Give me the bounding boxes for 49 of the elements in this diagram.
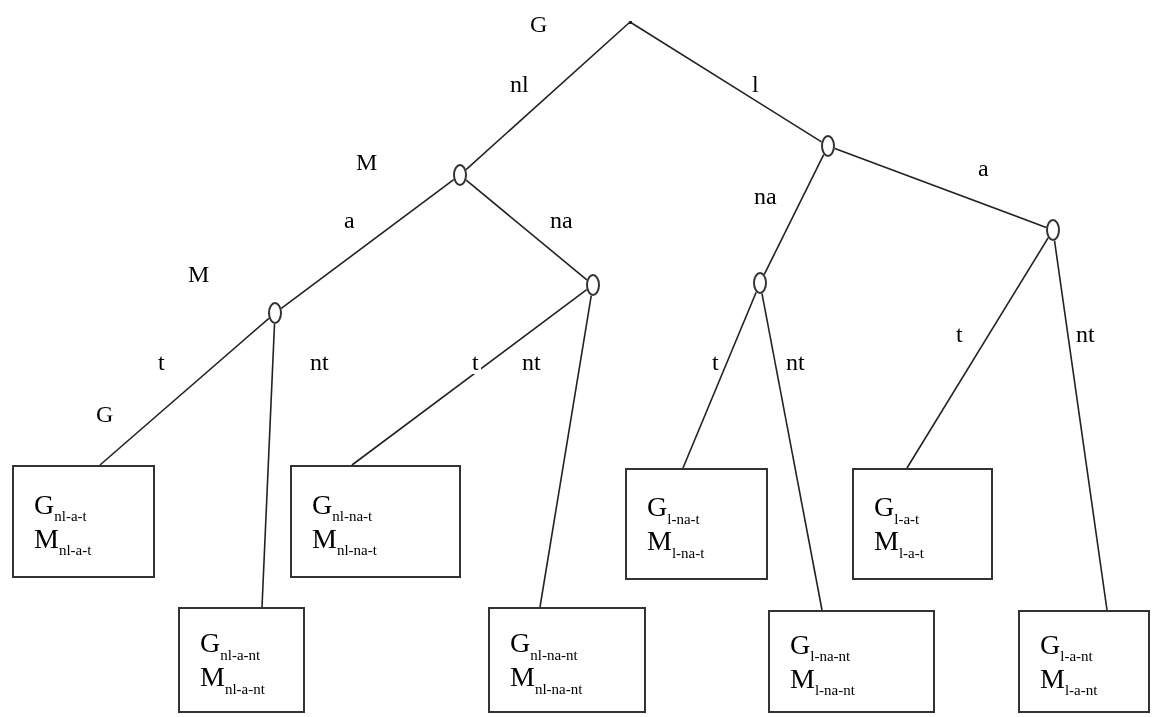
root-vertex: [628, 20, 632, 24]
payoff-text: M$_{l-a-nt}$: [1040, 662, 1099, 695]
payoff-text: M$_{l-a-t}$: [874, 525, 925, 557]
tree-branch: [682, 291, 757, 469]
decision-node: [1046, 219, 1060, 241]
payoff-box: [852, 468, 993, 580]
tree-branch: [99, 317, 270, 466]
tree-branch: [351, 288, 588, 466]
player-label: G: [530, 12, 548, 36]
decision-node: [821, 135, 835, 157]
decision-node: [753, 272, 767, 294]
payoff-text: G$_{nl-a-t}$: [34, 488, 88, 521]
payoff-text: G$_{l-a-t}$: [874, 491, 921, 523]
tree-branch: [834, 147, 1047, 229]
payoff-box: [625, 468, 768, 580]
payoff-box: [12, 465, 155, 578]
tree-branch: [465, 21, 631, 171]
tree-branch: [763, 153, 825, 276]
payoff-box: [488, 607, 646, 713]
payoff-text: M$_{nl-na-t}$: [312, 522, 378, 555]
payoff-text: G$_{nl-na-nt}$: [510, 627, 579, 659]
decision-node: [453, 164, 467, 186]
payoff-box: [290, 465, 461, 578]
payoff-text: G$_{l-na-t}$: [647, 491, 701, 523]
player-label: G: [96, 402, 114, 426]
tree-branch: [906, 237, 1049, 469]
payoff-box: [1018, 610, 1150, 713]
payoff-box: [178, 607, 305, 713]
decision-node: [586, 274, 600, 296]
payoff-text: G$_{nl-na-t}$: [312, 488, 374, 521]
player-label: M: [188, 262, 210, 286]
payoff-text: M$_{nl-a-t}$: [34, 522, 93, 555]
payoff-text: G$_{l-a-nt}$: [1040, 628, 1094, 661]
player-label: M: [356, 150, 378, 174]
payoff-box: [768, 610, 935, 713]
payoff-text: G$_{nl-a-nt}$: [200, 627, 262, 659]
payoff-text: M$_{nl-a-nt}$: [200, 661, 266, 693]
tree-branch: [539, 294, 593, 608]
payoff-text: M$_{l-na-nt}$: [790, 662, 856, 695]
payoff-text: M$_{l-na-t}$: [647, 525, 706, 557]
tree-branch: [761, 292, 823, 611]
tree-branch: [280, 178, 455, 310]
tree-branch: [629, 21, 823, 143]
payoff-text: G$_{l-na-nt}$: [790, 628, 852, 661]
decision-node: [268, 302, 282, 324]
tree-branch: [1053, 239, 1108, 611]
payoff-text: M$_{nl-na-nt}$: [510, 661, 584, 693]
tree-branch: [465, 179, 588, 281]
tree-branch: [261, 323, 276, 608]
